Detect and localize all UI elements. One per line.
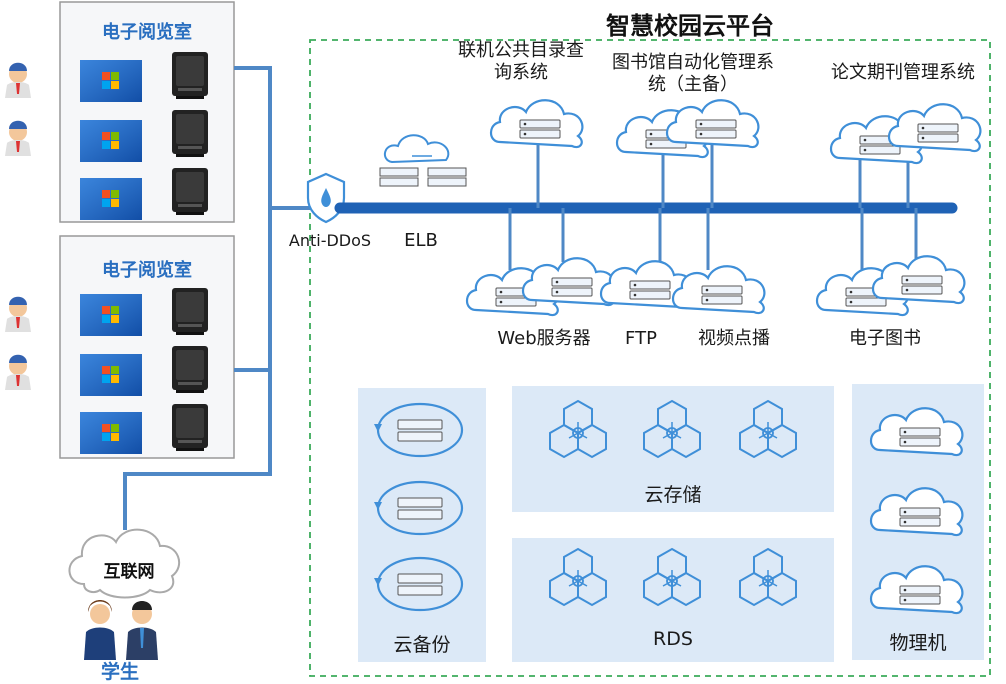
opac-server-icon — [489, 99, 584, 149]
opac-label: 联机公共目录查询系统 — [458, 40, 584, 83]
rds-panel — [512, 538, 834, 662]
user-icons — [5, 62, 31, 390]
web-server-icons — [465, 257, 616, 317]
elb-label: ELB — [404, 230, 438, 251]
library-system-server-icons — [615, 99, 760, 159]
library-system-label: 图书馆自动化管理系统（主备） — [612, 52, 774, 95]
students-icon — [84, 600, 158, 660]
reading-room-2-title: 电子阅览室 — [102, 260, 192, 281]
cloud-backup-label: 云备份 — [393, 634, 451, 656]
cloud-storage-label: 云存储 — [644, 484, 702, 506]
web-server-label: Web服务器 — [497, 328, 591, 349]
cloud-platform-boundary — [309, 39, 991, 677]
ebook-server-icons — [815, 255, 966, 317]
elb-icon — [379, 134, 467, 187]
reading-room-1-title: 电子阅览室 — [102, 22, 192, 43]
students-label: 学生 — [100, 661, 139, 683]
anti-ddos-shield-icon — [306, 172, 346, 224]
physical-machine-label: 物理机 — [889, 632, 947, 654]
journal-system-server-icons — [829, 103, 982, 165]
vod-label: 视频点播 — [698, 328, 770, 349]
anti-ddos-label: Anti-DDoS — [288, 231, 372, 250]
ebook-label: 电子图书 — [849, 328, 921, 349]
vod-server-icon — [671, 265, 766, 315]
ftp-label: FTP — [625, 328, 657, 349]
rds-label: RDS — [653, 628, 693, 650]
internet-label: 互联网 — [103, 562, 155, 582]
physical-machine-icons — [869, 407, 964, 615]
journal-system-label: 论文期刊管理系统 — [831, 62, 975, 83]
platform-title: 智慧校园云平台 — [606, 12, 774, 40]
internet-cloud-icon — [68, 528, 181, 599]
